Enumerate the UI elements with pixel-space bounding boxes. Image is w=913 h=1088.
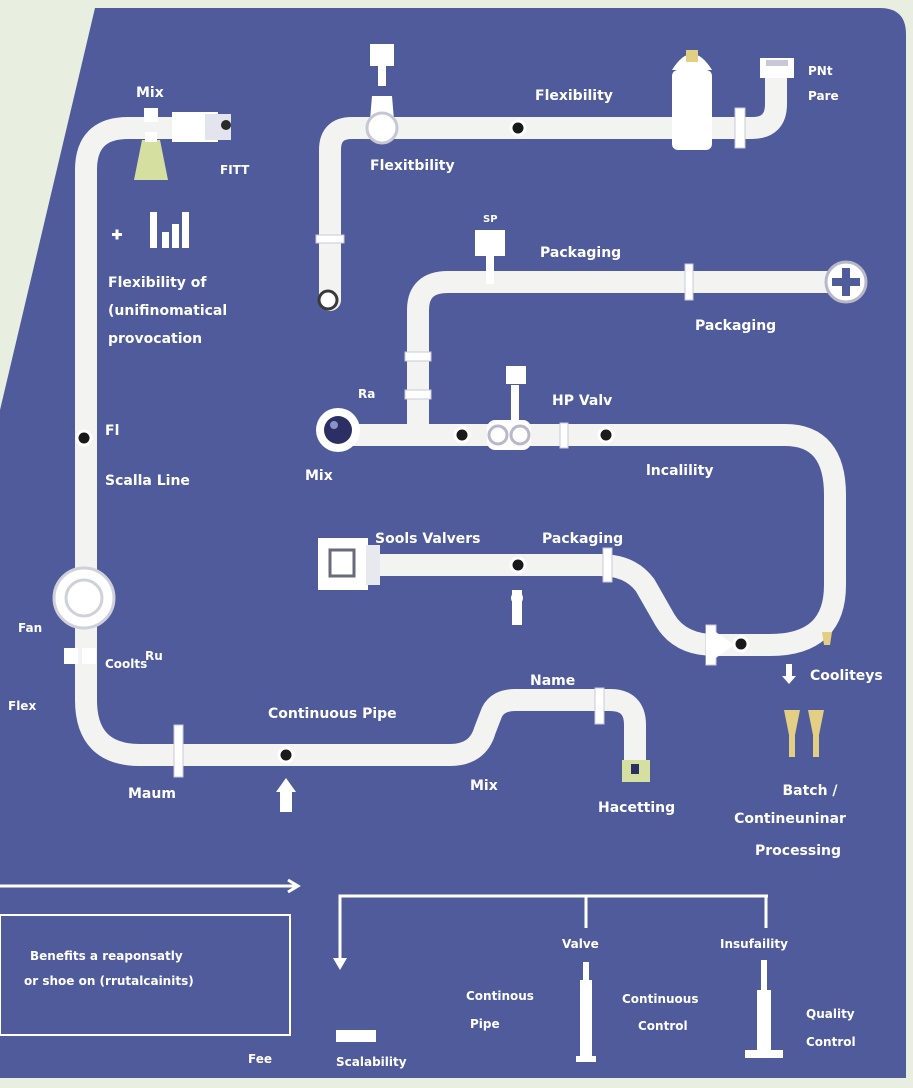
label-valve: Valve [562, 937, 599, 951]
hacetting-device-icon [622, 760, 650, 782]
nozzle-icon [760, 58, 794, 78]
label-packaging-2: Packaging [695, 318, 776, 334]
label-flex-uni-3: provocation [108, 331, 202, 347]
label-flex-uni-2: (unifinomatical [108, 303, 227, 319]
label-fan: Fan [18, 621, 42, 635]
pipe-nodes [75, 119, 750, 764]
meter-icon [576, 962, 596, 1062]
tank-icon [672, 50, 712, 150]
label-continuous-control-1: Continuous [622, 992, 698, 1006]
label-flexitbility: Flexitbility [370, 158, 455, 174]
label-pare: Pare [808, 89, 839, 103]
funnel-icon [134, 132, 168, 180]
gate-valve-icon [365, 44, 399, 145]
label-sools-valvers: Sools Valvers [375, 531, 481, 547]
label-continous-2: Pipe [470, 1017, 500, 1031]
label-continuous-pipe: Continuous Pipe [268, 706, 397, 722]
legend-labels: Benefits a reaponsatly or shoe on (rruta… [24, 937, 856, 1069]
label-fl: Fl [105, 423, 119, 439]
label-fee: Fee [248, 1052, 272, 1066]
ball-valve-icon [52, 566, 116, 664]
label-benefits-1: Benefits a reaponsatly [30, 949, 183, 963]
tap-icon [784, 710, 824, 757]
scalability-bar-icon [336, 1030, 376, 1042]
legend-lines [0, 878, 768, 1036]
pipe-flanges [173, 107, 746, 778]
flow-arrow-icon [706, 625, 734, 665]
label-packaging-3: Packaging [542, 531, 623, 547]
label-continuous-control-2: Control [638, 1019, 688, 1033]
drain-end-icon [317, 289, 339, 311]
label-batch-2: Contineuninar [734, 811, 846, 827]
label-insufaility: Insufaility [720, 937, 788, 951]
label-benefits-2: or shoe on (rrutalcainits) [24, 974, 194, 988]
label-batch-1: Batch / [782, 783, 838, 799]
main-pipe-left [75, 117, 646, 779]
label-coolts: Coolts [105, 657, 147, 671]
label-continous-1: Continous [466, 989, 534, 1003]
diagram-labels: Mix FITT Flexibility of (unifinomatical … [8, 64, 883, 859]
label-mix-top: Mix [136, 85, 164, 101]
label-pnt: PNt [808, 64, 833, 78]
label-cooliteys: Cooliteys [810, 668, 883, 684]
label-lncalility: lncalility [646, 463, 714, 479]
label-batch-3: Processing [755, 843, 841, 859]
plus-icon [824, 260, 868, 304]
label-mix-lower: Mix [470, 778, 498, 794]
label-flex-uni-1: Flexibility of [108, 275, 207, 291]
label-flex-left: Flex [8, 699, 36, 713]
label-scalla-line: Scalla Line [105, 473, 190, 489]
loop-pipe [334, 424, 846, 656]
label-flexibility-top: Flexibility [535, 88, 613, 104]
hammer-icon [745, 960, 783, 1058]
sp-box-icon [475, 230, 505, 284]
bar-chart-icon [112, 212, 189, 248]
label-ru: Ru [145, 649, 163, 663]
label-packaging-1: Packaging [540, 245, 621, 261]
label-mix-left: Mix [305, 468, 333, 484]
hp-valve-icon [487, 366, 531, 450]
label-fitt: FITT [220, 163, 250, 177]
valve-icon [144, 108, 231, 142]
label-hp-valv: HP Valv [552, 393, 612, 409]
filter-housing-icon [318, 538, 380, 590]
label-quality-1: Quality [806, 1007, 855, 1021]
flask-icon [782, 632, 832, 684]
label-maum: Maum [128, 786, 176, 802]
down-arrow-icons [276, 590, 523, 812]
label-name: Name [530, 673, 575, 689]
packaging-pipe [407, 271, 846, 446]
label-sp: SP [483, 214, 498, 225]
legend-arrow-down-icon [333, 958, 347, 970]
label-scalability: Scalability [336, 1055, 407, 1069]
mixer-ball-icon [316, 408, 360, 452]
label-ra: Ra [358, 387, 375, 401]
label-quality-2: Control [806, 1035, 856, 1049]
label-hacetting: Hacetting [598, 800, 675, 816]
